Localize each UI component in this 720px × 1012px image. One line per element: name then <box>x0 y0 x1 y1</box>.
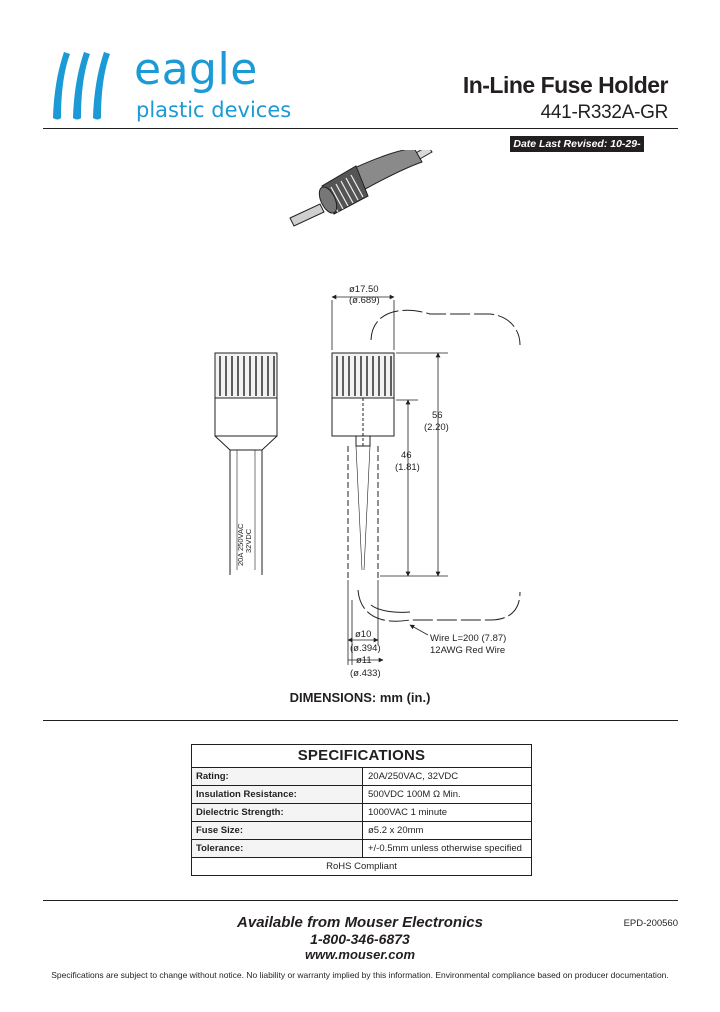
side-view <box>214 352 278 575</box>
spec-row: Dielectric Strength: 1000VAC 1 minute <box>192 804 531 822</box>
dim-top-diameter-mm: ø17.50 <box>349 284 379 295</box>
spec-value: +/-0.5mm unless otherwise specified <box>368 843 522 854</box>
dim-inner-diameter-mm: ø10 <box>355 629 371 640</box>
epd-number: EPD-200560 <box>623 918 678 929</box>
eagle-logo-icon <box>53 52 110 120</box>
spec-label: Rating: <box>192 768 363 785</box>
website-link[interactable]: www.mouser.com <box>304 947 416 962</box>
spec-value: 500VDC 100M Ω Min. <box>368 789 461 800</box>
rohs-compliance-note: RoHS Compliant <box>326 861 397 872</box>
spec-value: ø5.2 x 20mm <box>368 825 424 836</box>
spec-row: Tolerance: +/-0.5mm unless otherwise spe… <box>192 840 531 858</box>
dimensions-caption: DIMENSIONS: mm (in.) <box>289 690 431 705</box>
part-number: 441-R332A-GR <box>540 102 669 123</box>
dim-overall-length-mm: 56 <box>432 410 443 421</box>
dim-inner-diameter-in: (ø.394) <box>350 643 381 654</box>
brand-subtitle: plastic devices <box>136 98 292 122</box>
wire-type-label: 12AWG Red Wire <box>430 645 505 656</box>
spec-row: Fuse Size: ø5.2 x 20mm <box>192 822 531 840</box>
product-3d-view <box>289 150 433 227</box>
disclaimer-text: Specifications are subject to change wit… <box>51 970 669 980</box>
spec-value: 1000VAC 1 minute <box>368 807 448 818</box>
spec-label: Dielectric Strength: <box>192 804 363 821</box>
dim-top-diameter-in: (ø.689) <box>349 295 380 306</box>
spec-label: Insulation Resistance: <box>192 786 363 803</box>
technical-drawing: 20A 250VAC 32VDC <box>214 150 521 679</box>
dim-outer-diameter-mm: ø11 <box>356 655 372 666</box>
page-title: In-Line Fuse Holder <box>462 72 669 98</box>
spec-row: Rating: 20A/250VAC, 32VDC <box>192 768 531 786</box>
front-view <box>331 309 521 622</box>
availability-text: Available from Mouser Electronics <box>237 914 483 931</box>
dim-outer-diameter-in: (ø.433) <box>350 668 381 679</box>
phone-number: 1-800-346-6873 <box>310 931 410 947</box>
header-divider <box>43 128 678 129</box>
dim-overall-length-in: (2.20) <box>424 422 449 433</box>
body-mark-2: 32VDC <box>244 528 253 553</box>
brand-name: eagle <box>134 44 258 95</box>
date-revised-badge: Date Last Revised: 10-29-12 <box>510 136 644 166</box>
wire-length-label: Wire L=200 (7.87) <box>430 633 506 644</box>
dim-body-length-mm: 46 <box>401 450 412 461</box>
specifications-table: SPECIFICATIONS Rating: 20A/250VAC, 32VDC… <box>191 744 532 876</box>
spec-label: Tolerance: <box>192 840 363 857</box>
drawing-divider <box>43 720 678 721</box>
spec-label: Fuse Size: <box>192 822 363 839</box>
dim-body-length-in: (1.81) <box>395 462 420 473</box>
specifications-title: SPECIFICATIONS <box>192 745 531 768</box>
spec-value: 20A/250VAC, 32VDC <box>368 771 459 782</box>
footer-divider <box>43 900 678 901</box>
body-mark-1: 20A 250VAC <box>236 523 245 566</box>
spec-row: Insulation Resistance: 500VDC 100M Ω Min… <box>192 786 531 804</box>
